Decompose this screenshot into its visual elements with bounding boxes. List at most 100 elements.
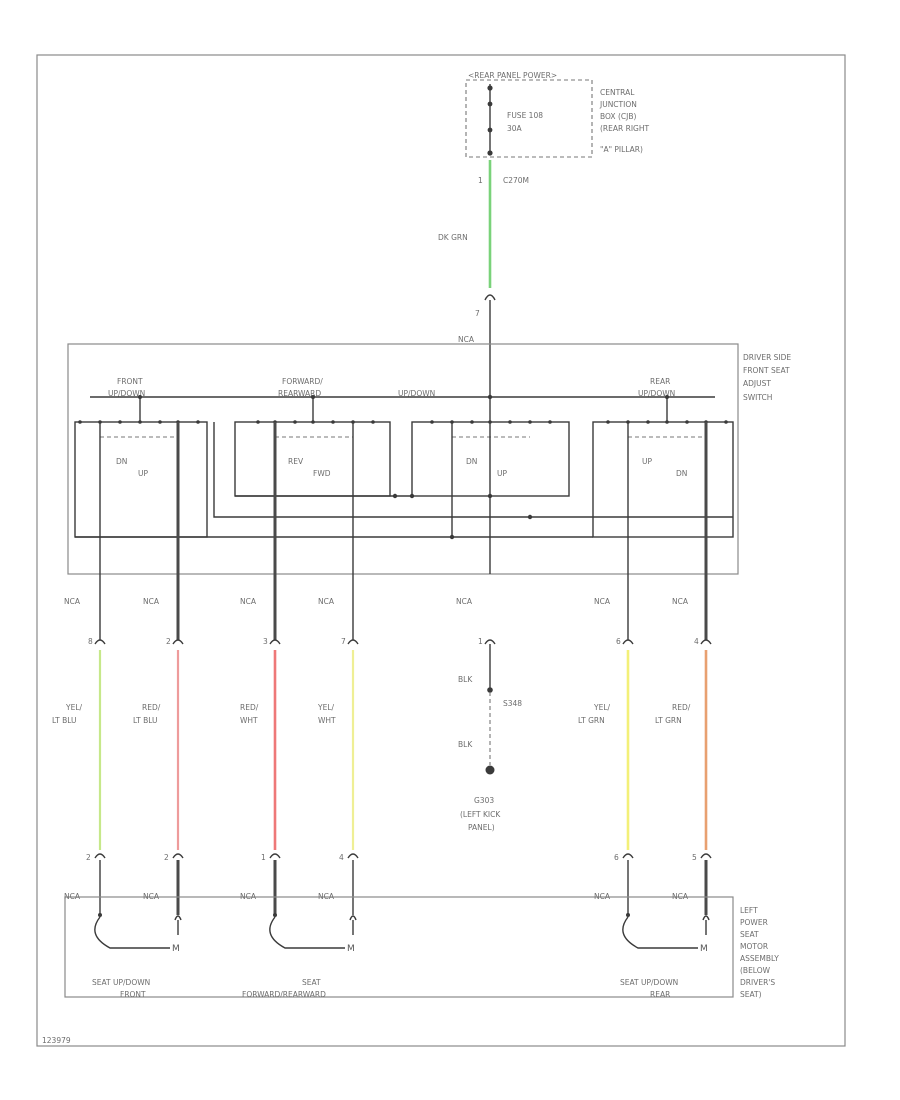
circuit-2-pin-top: 2 [166,637,171,646]
circuit-2-color-a: RED/ [142,703,161,712]
switch-title-3: ADJUST [743,379,771,388]
mode-mid-dn: DN [466,457,477,466]
fuse-dot-mid-1 [487,101,493,107]
feed-wire-color-label: DK GRN [438,233,468,242]
circuit-4-pin-top: 7 [341,637,346,646]
motor-title-4: MOTOR [740,942,768,951]
ground-location-2: PANEL) [468,823,495,832]
motor-nca-2: NCA [143,892,160,901]
fuse-panel-header: <REAR PANEL POWER> [468,71,557,80]
section-label-front: FRONT [117,377,143,386]
circuit-3-color-a: RED/ [240,703,259,712]
fuse-location-3: BOX (CJB) [600,112,636,121]
motor-nca-6: NCA [672,892,689,901]
circuit-2-nca: NCA [143,597,160,606]
motor-title-6: (BELOW [740,966,771,975]
circuit-4-color-a: YEL/ [317,703,334,712]
motor-group-3-line1: SEAT UP/DOWN [620,978,678,987]
motor-group-1-line1: SEAT UP/DOWN [92,978,150,987]
section-label-forward: FORWARD/ [282,377,323,386]
motor-group-1-line2: FRONT [120,990,146,999]
feed-wire: DK GRN 7 NCA [438,160,496,396]
motor-title-3: SEAT [740,930,759,939]
section-label-rear: REAR [650,377,670,386]
circuit-6-pin-top: 4 [694,637,699,646]
outer-frame [36,54,846,1047]
motor-title-8: SEAT) [740,990,762,999]
ground-pin: 1 [478,637,483,646]
mode-forward-rev: REV [288,457,304,466]
fuse-name: FUSE 108 [507,111,543,120]
bus-node-a [392,493,398,499]
feed-connector-symbol [484,294,496,301]
fuse-location-2: JUNCTION [599,100,637,109]
motor-group-2-line1: SEAT [302,978,321,987]
ground-connector-symbol [484,639,496,645]
motor-nca-5: NCA [594,892,611,901]
wire-harness: NCA NCA NCA NCA NCA NCA 8 2 3 7 6 4 YEL/… [52,422,712,915]
circuit-2-pin-bot: 2 [164,853,169,862]
motor-assembly: LEFT POWER SEAT MOTOR ASSEMBLY (BELOW DR… [64,892,779,999]
fuse-dot-top [487,85,493,91]
ground-circuit: NCA 1 BLK S348 BLK G303 (LEFT KICK PANEL… [456,597,522,832]
circuit-2-color-b: LT BLU [133,716,158,725]
circuit-4-nca: NCA [318,597,335,606]
section-label-mid-updown: UP/DOWN [398,389,435,398]
circuit-5-pin-top: 6 [616,637,621,646]
feed-nca: NCA [458,335,475,344]
ground-nca: NCA [456,597,473,606]
motor-rear-updown: M [622,913,710,954]
motor-group-3-line2: REAR [650,990,670,999]
circuit-5-color-b: LT GRN [578,716,605,725]
motor-2-label: M [347,944,355,954]
circuit-3-nca: NCA [240,597,257,606]
connector-bot-5 [622,853,634,859]
fuse-location-5: "A" PILLAR) [600,145,643,154]
connector-bot-2 [172,853,184,859]
motor-forward-rearward: M [269,913,357,954]
sub-switch-forward [234,421,391,497]
motor-title-2: POWER [740,918,768,927]
motor-nca-3: NCA [240,892,257,901]
motor-1-label: M [172,944,180,954]
connector-bot-4 [347,853,359,859]
ground-wire-top-color: BLK [458,675,473,684]
ground-splice-label: S348 [503,699,522,708]
fuse-box-outline [465,79,593,158]
motor-3-label: M [700,944,708,954]
ground-terminal [485,765,495,775]
footer-code: 123979 [42,1036,71,1045]
circuit-1-color-b: LT BLU [52,716,77,725]
sub-switch-rear [592,421,734,538]
contact-dots [78,420,728,424]
section-label-rear-updown: UP/DOWN [638,389,675,398]
ground-location-1: (LEFT KICK [460,810,501,819]
motor-front-updown: M [94,913,182,954]
circuit-6-nca: NCA [672,597,689,606]
ground-wire-bot-color: BLK [458,740,473,749]
motor-nca-1: NCA [64,892,81,901]
motor-group-2-line2: FORWARD/REARWARD [242,990,326,999]
switch-title-1: DRIVER SIDE [743,353,791,362]
connector-top-3 [269,639,281,645]
feed-pin: 7 [475,309,480,318]
motor-title-5: ASSEMBLY [740,954,779,963]
circuit-1-nca: NCA [64,597,81,606]
circuit-6-color-b: LT GRN [655,716,682,725]
section-label-front-updown: UP/DOWN [108,389,145,398]
fuse-pin: 1 [478,176,483,185]
mode-rear-up: UP [642,457,652,466]
switch-housing [67,343,739,575]
circuit-3-color-b: WHT [240,716,258,725]
splice-dot [487,687,493,693]
fuse-dot-bottom [487,150,493,156]
circuit-1-color-a: YEL/ [65,703,82,712]
motor-nca-4: NCA [318,892,335,901]
bus-node-b [409,493,415,499]
fuse-rating: 30A [507,124,523,133]
fuse-location-4: (REAR RIGHT [600,124,649,133]
connector-bot-6 [700,853,712,859]
switch-title-2: FRONT SEAT [743,366,790,375]
motor-title-1: LEFT [740,906,758,915]
